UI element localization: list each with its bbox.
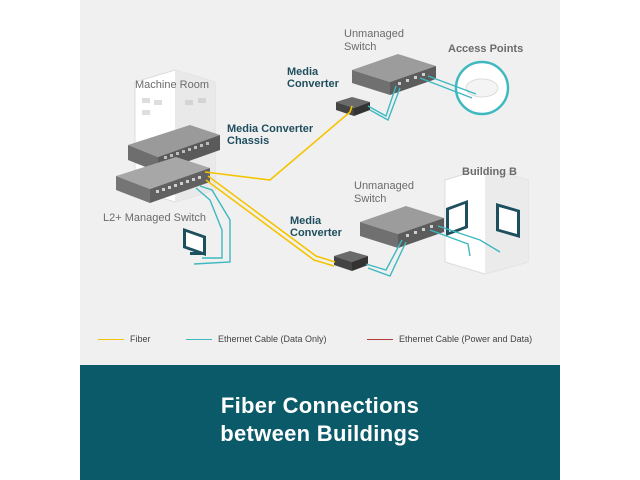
media-converter-chassis-label-2: Chassis bbox=[227, 135, 270, 147]
unmanaged-bottom-label-1: Unmanaged bbox=[354, 180, 414, 192]
machine-room-label: Machine Room bbox=[135, 79, 209, 91]
legend-item-ethernet-power: Ethernet Cable (Power and Data) bbox=[367, 333, 532, 345]
media-converter-bottom-label-1: Media bbox=[290, 215, 322, 227]
monitor-icon bbox=[183, 228, 206, 256]
banner-title-line-2: between Buildings bbox=[220, 421, 420, 446]
unmanaged-top-label-2: Switch bbox=[344, 41, 377, 53]
access-point-icon bbox=[454, 60, 510, 116]
ethernet-power-swatch bbox=[367, 338, 393, 340]
legend-item-fiber: Fiber bbox=[98, 333, 151, 345]
media-converter-top bbox=[336, 97, 370, 116]
legend-label: Fiber bbox=[130, 334, 151, 344]
diagram-panel: Machine Room Media Converter Chassis L2+… bbox=[80, 0, 560, 480]
legend-item-ethernet-data: Ethernet Cable (Data Only) bbox=[186, 333, 327, 345]
monitor-icon bbox=[446, 200, 468, 236]
network-diagram bbox=[116, 54, 529, 277]
media-converter-bottom-label-2: Converter bbox=[290, 227, 342, 239]
legend-label: Ethernet Cable (Data Only) bbox=[218, 334, 327, 344]
fiber-cables bbox=[204, 105, 353, 267]
unmanaged-bottom-label-2: Switch bbox=[354, 193, 387, 205]
banner-title-line-1: Fiber Connections bbox=[220, 393, 420, 418]
unmanaged-top-label-1: Unmanaged bbox=[344, 28, 404, 40]
media-converter-chassis-label-1: Media Converter bbox=[227, 123, 314, 135]
l2-managed-switch bbox=[116, 157, 210, 203]
ethernet-cables bbox=[193, 75, 501, 277]
media-converter-top-label-1: Media bbox=[287, 66, 319, 78]
monitor-icon bbox=[496, 203, 520, 238]
l2-switch-label: L2+ Managed Switch bbox=[103, 212, 207, 224]
media-converter-top-label-2: Converter bbox=[287, 78, 339, 90]
media-converter-bottom bbox=[334, 251, 368, 271]
unmanaged-switch-bottom bbox=[360, 206, 444, 248]
building-b-label: Building B bbox=[462, 166, 517, 178]
building-b bbox=[444, 167, 529, 275]
fiber-swatch bbox=[98, 338, 124, 340]
legend-label: Ethernet Cable (Power and Data) bbox=[399, 334, 533, 344]
unmanaged-switch-top bbox=[352, 54, 436, 95]
ethernet-data-swatch bbox=[186, 338, 212, 340]
title-banner: Fiber Connections between Buildings bbox=[80, 365, 560, 480]
access-points-label: Access Points bbox=[448, 43, 524, 55]
